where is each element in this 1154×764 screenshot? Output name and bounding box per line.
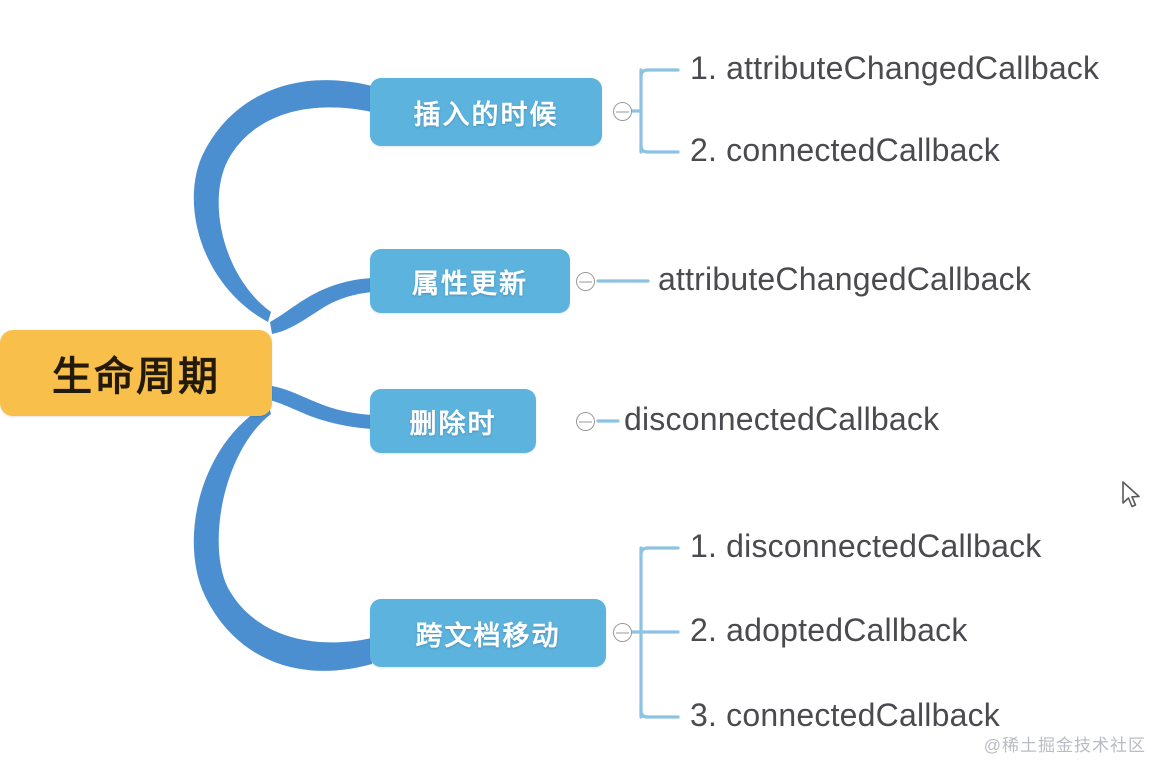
leaf-cross-document-3[interactable]: 3. connectedCallback (690, 697, 1000, 733)
sub-connectors-cross-document (630, 546, 680, 719)
leaf-insert-2[interactable]: 2. connectedCallback (690, 132, 1000, 168)
collapse-minus-icon-remove[interactable] (576, 412, 595, 431)
branch-node-remove[interactable]: 删除时 (370, 389, 536, 453)
main-connector-remove (270, 386, 372, 429)
leaf-cross-document-1[interactable]: 1. disconnectedCallback (690, 528, 1042, 564)
bracket-cross-document-arm-3 (639, 709, 680, 719)
branch-node-attribute-update-label: 属性更新 (412, 268, 528, 299)
main-connector-attribute (270, 278, 372, 334)
leaf-remove-1[interactable]: disconnectedCallback (624, 401, 940, 437)
watermark: @稀土掘金技术社区 (983, 736, 1146, 755)
bracket-insert-arm-2 (639, 144, 680, 154)
bracket-insert-arm-1 (639, 68, 680, 78)
leaf-cross-document-2[interactable]: 2. adoptedCallback (690, 612, 968, 648)
branch-node-remove-label: 删除时 (409, 408, 497, 439)
root-node-label: 生命周期 (52, 355, 220, 399)
main-connector-insert (193, 80, 372, 322)
leaf-insert-1[interactable]: 1. attributeChangedCallback (690, 50, 1100, 86)
collapse-minus-icon-insert[interactable] (613, 102, 632, 121)
root-node[interactable]: 生命周期 (0, 330, 272, 416)
branch-node-insert-label: 插入的时候 (413, 99, 559, 130)
collapse-minus-icon-cross-document-move[interactable] (613, 623, 632, 642)
branch-node-cross-document-move-label: 跨文档移动 (415, 620, 561, 651)
sub-connectors-insert (630, 68, 680, 154)
leaf-attribute-update-1[interactable]: attributeChangedCallback (658, 261, 1032, 297)
branch-node-attribute-update[interactable]: 属性更新 (370, 249, 570, 313)
mouse-pointer-icon (1122, 481, 1140, 508)
branch-node-cross-document-move[interactable]: 跨文档移动 (370, 599, 606, 667)
collapse-minus-icon-attribute-update[interactable] (576, 272, 595, 291)
main-connector-cross-document (193, 404, 372, 671)
bracket-cross-document-arm-1 (639, 546, 680, 556)
branch-node-insert[interactable]: 插入的时候 (370, 78, 602, 146)
